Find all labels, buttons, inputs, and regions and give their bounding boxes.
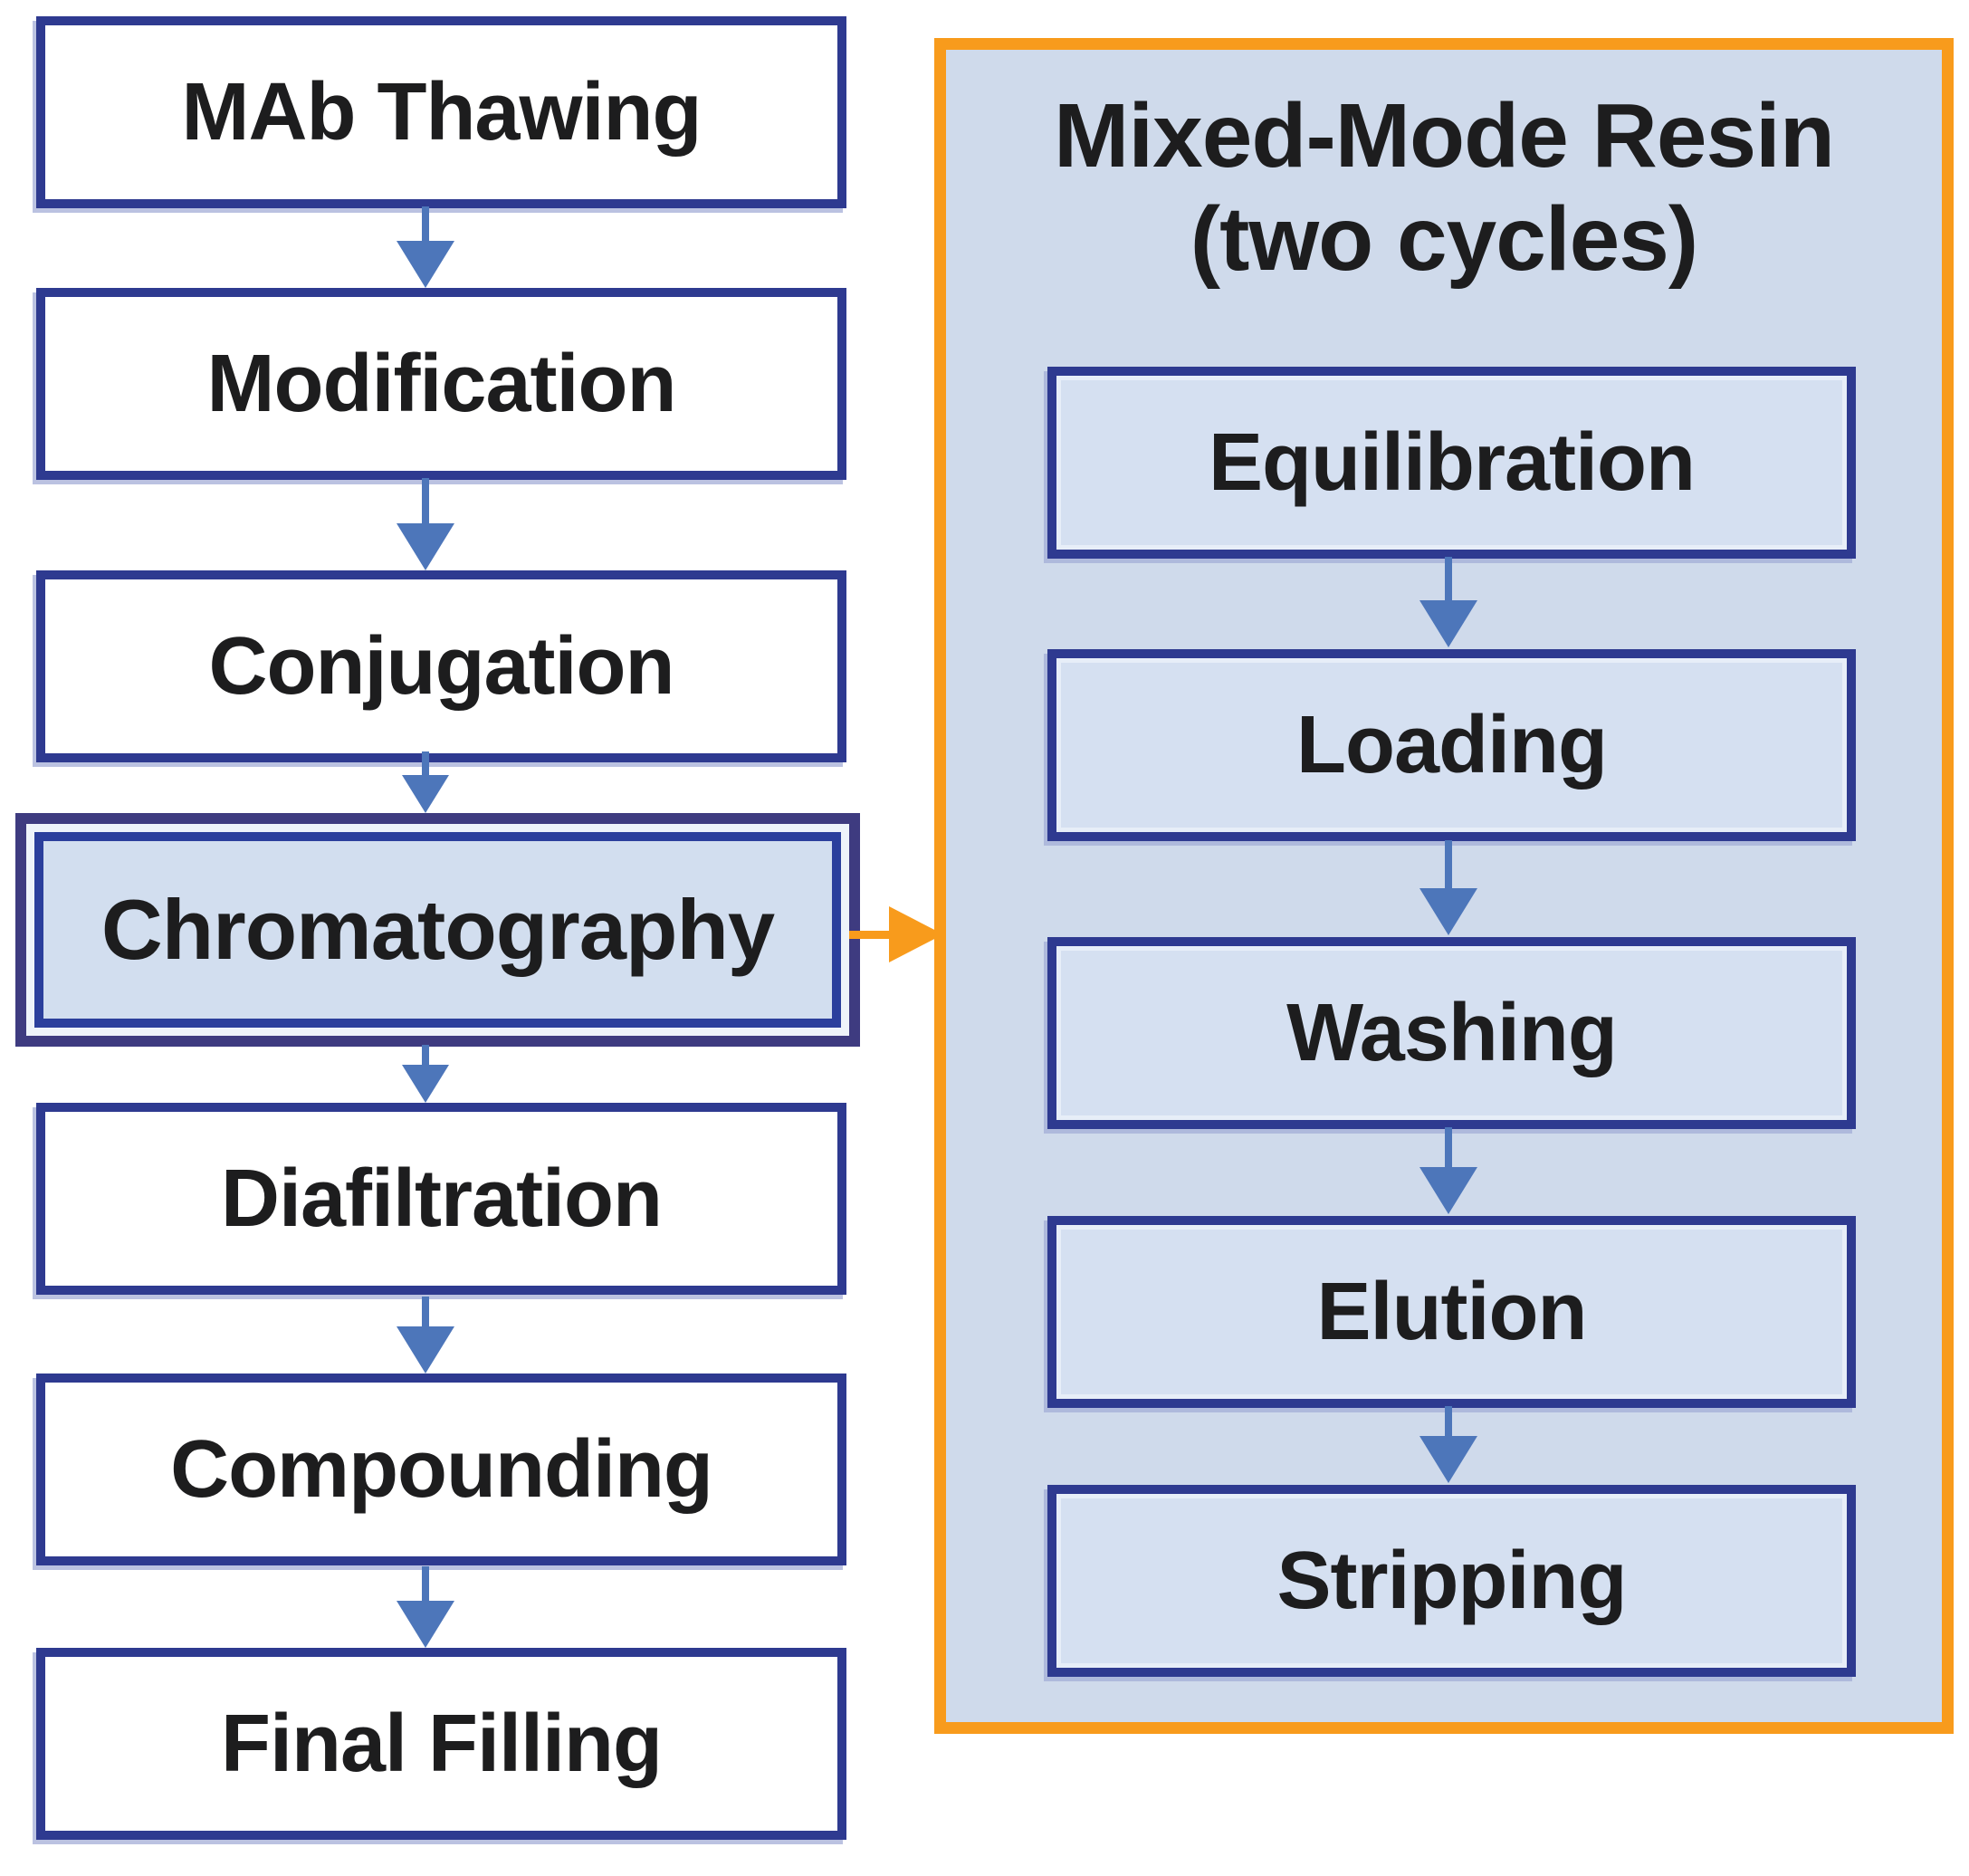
down-arrow-icon: [394, 1045, 457, 1103]
flow-step-label: Diafiltration: [220, 1153, 663, 1244]
flow-step-label: Final Filling: [221, 1698, 663, 1789]
down-arrow-icon: [394, 206, 457, 288]
resin-step-stripping: Stripping: [1047, 1485, 1856, 1677]
resin-step-elution: Elution: [1047, 1216, 1856, 1408]
right-arrow-icon: [849, 905, 943, 963]
down-arrow-icon: [1417, 557, 1480, 647]
resin-step-label: Equilibration: [1209, 416, 1696, 508]
flow-step-chromatography-inner-frame: Chromatography: [34, 832, 841, 1028]
down-arrow-icon: [1417, 1127, 1480, 1214]
flow-step-label: Chromatography: [100, 882, 775, 977]
flow-step-modification: Modification: [36, 288, 846, 480]
flow-step-final-filling: Final Filling: [36, 1648, 846, 1840]
flow-step-chromatography-highlighted: Chromatography: [15, 813, 860, 1047]
resin-step-equilibration: Equilibration: [1047, 367, 1856, 559]
down-arrow-icon: [394, 1566, 457, 1648]
resin-step-label: Washing: [1286, 987, 1618, 1078]
flow-step-label: Conjugation: [208, 620, 675, 712]
down-arrow-icon: [1417, 1406, 1480, 1483]
resin-step-label: Loading: [1296, 699, 1608, 790]
mixed-mode-resin-panel: Mixed-Mode Resin (two cycles) Equilibrat…: [934, 38, 1954, 1734]
resin-step-label: Elution: [1316, 1266, 1588, 1357]
flow-step-compounding: Compounding: [36, 1374, 846, 1565]
down-arrow-icon: [394, 478, 457, 570]
panel-title-line1: Mixed-Mode Resin: [1054, 85, 1835, 187]
flow-step-conjugation: Conjugation: [36, 570, 846, 762]
flow-step-label: Modification: [206, 338, 677, 429]
down-arrow-icon: [394, 1297, 457, 1374]
down-arrow-icon: [394, 751, 457, 813]
panel-title-line2: (two cycles): [1190, 188, 1698, 290]
flow-step-mab-thawing: MAb Thawing: [36, 16, 846, 208]
resin-step-washing: Washing: [1047, 937, 1856, 1129]
flow-step-diafiltration: Diafiltration: [36, 1103, 846, 1295]
down-arrow-icon: [1417, 840, 1480, 935]
resin-step-label: Stripping: [1276, 1535, 1628, 1626]
resin-step-loading: Loading: [1047, 649, 1856, 841]
flow-step-label: Compounding: [170, 1423, 713, 1515]
panel-title: Mixed-Mode Resin (two cycles): [946, 84, 1942, 291]
flow-step-label: MAb Thawing: [181, 66, 703, 158]
